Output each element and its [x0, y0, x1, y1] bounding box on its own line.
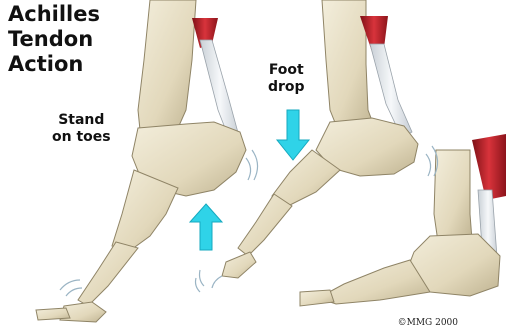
arrow-down-icon: [277, 110, 309, 160]
title-line-2: Tendon: [8, 27, 100, 52]
stand-label-line-2: on toes: [52, 129, 111, 146]
drop-label-line-1: Foot: [268, 62, 305, 79]
stand-on-toes-label: Stand on toes: [52, 112, 111, 146]
foot-drop-label: Foot drop: [268, 62, 305, 96]
arrow-up-icon: [190, 204, 222, 250]
foot-drop: [222, 0, 418, 278]
diagram-title: Achilles Tendon Action: [8, 2, 100, 77]
drop-label-line-2: drop: [268, 79, 305, 96]
title-line-1: Achilles: [8, 2, 100, 27]
title-line-3: Action: [8, 52, 100, 77]
copyright-text: ©MMG 2000: [398, 318, 458, 328]
stand-label-line-1: Stand: [52, 112, 111, 129]
